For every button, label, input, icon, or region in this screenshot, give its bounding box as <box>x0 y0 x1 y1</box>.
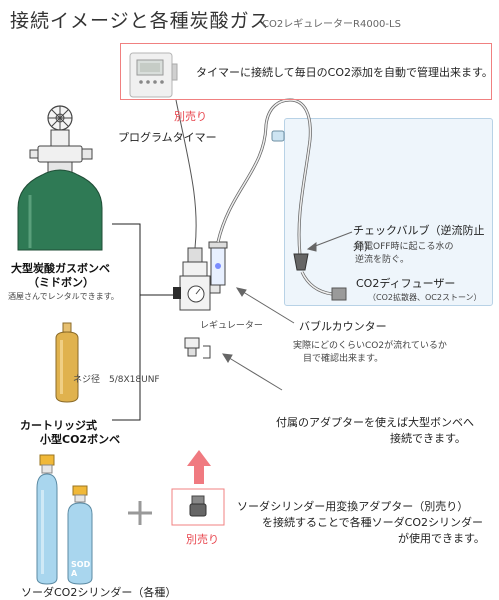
soda-adapter-box <box>171 488 225 526</box>
timer-sold-separately: 別売り <box>174 110 207 123</box>
timer-label: プログラムタイマー <box>118 131 217 144</box>
soda-note-line3: が使用できます。 <box>398 532 485 545</box>
tubes <box>175 98 333 296</box>
check-valve-line2: 逆流を防ぐ。 <box>355 255 410 265</box>
bubble-counter-line2: 目で確認出来ます。 <box>303 354 384 364</box>
cartridge-bottle <box>55 322 79 403</box>
soda-bottle-large <box>36 454 58 585</box>
check-valve-line1: 通電OFF時に起こる水の <box>355 242 454 252</box>
diffuser-part <box>331 287 347 301</box>
included-adapter <box>184 337 211 359</box>
timer-note: タイマーに接続して毎日のCO2添加を自動で管理出来ます。 <box>196 66 493 79</box>
regulator-device <box>173 241 228 311</box>
plus-sign <box>128 501 152 525</box>
up-arrow <box>187 450 211 484</box>
bubble-counter-line1: 実際にどのくらいCO2が流れているか <box>293 341 447 351</box>
page-title: 接続イメージと各種炭酸ガス <box>10 10 270 32</box>
soda-bottle-small <box>67 485 93 585</box>
soda-cylinder-label: ソーダCO2シリンダー（各種） <box>21 586 177 599</box>
pointer-lines <box>222 231 353 391</box>
bracket-lines <box>112 223 175 421</box>
soda-bottle-text: SODA <box>71 560 91 578</box>
program-timer-device <box>129 52 178 98</box>
cartridge-title2: 小型CO2ボンベ <box>40 433 121 446</box>
diffuser-sub: （CO2拡散器、OC2ストーン） <box>368 293 482 302</box>
big-cylinder-title2: （ミドボン） <box>28 276 94 289</box>
aquarium-tank <box>284 118 493 306</box>
soda-note-line1: ソーダシリンダー用変換アダプター（別売り） <box>237 500 469 513</box>
check-valve-part <box>293 253 309 271</box>
timer-callout-box <box>120 43 492 100</box>
thread-size-label: ネジ径 5/8X18UNF <box>73 375 160 385</box>
adapter-note-line1: 付属のアダプターを使えば大型ボンベへ <box>276 416 474 429</box>
big-cylinder-sub: 酒屋さんでレンタルできます。 <box>8 292 119 301</box>
check-valve-title: チェックバルブ（逆流防止弁） <box>353 224 485 253</box>
big-cylinder-title: 大型炭酸ガスボンベ <box>11 262 110 275</box>
cartridge-title: カートリッジ式 <box>20 419 97 432</box>
model-name: CO2レギュレーターR4000-LS <box>262 19 401 30</box>
diffuser-title: CO2ディフューザー <box>356 277 456 290</box>
adapter-note-line2: 接続できます。 <box>390 432 466 445</box>
bubble-counter-title: バブルカウンター <box>299 320 387 333</box>
soda-adapter-sold-separately: 別売り <box>186 533 219 546</box>
green-cylinder <box>17 105 103 251</box>
regulator-label: レギュレーター <box>200 321 263 331</box>
suction-cup <box>271 130 285 142</box>
soda-note-line2: を接続することで各種ソーダCO2シリンダー <box>262 516 484 529</box>
